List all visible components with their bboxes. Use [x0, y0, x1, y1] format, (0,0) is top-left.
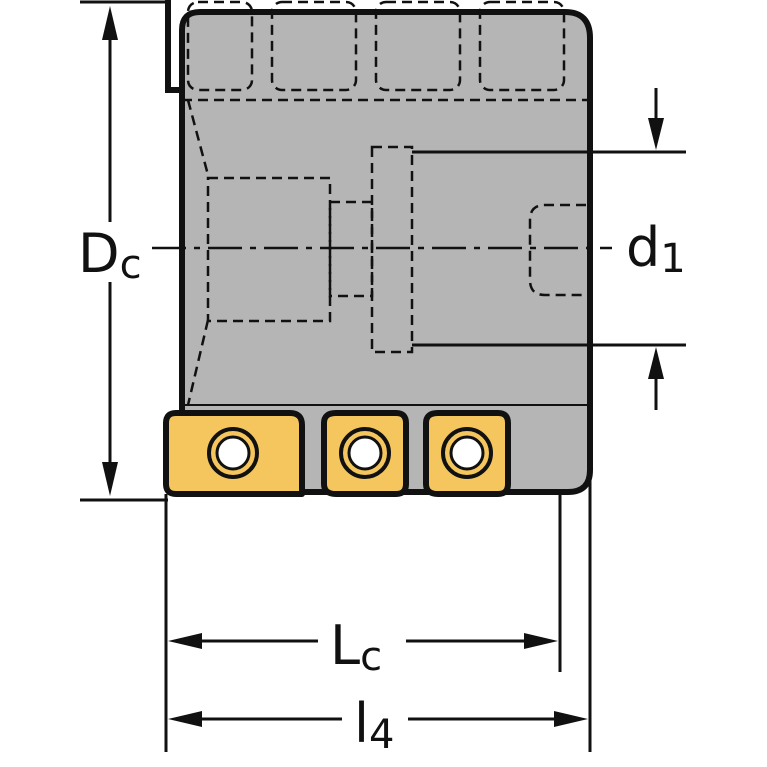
dc-arrow-down-icon [102, 462, 118, 496]
insert-1 [163, 410, 305, 497]
top-pocket-3 [374, 0, 462, 92]
lc-arrow-left-icon [168, 633, 202, 649]
bore-collar [370, 145, 414, 354]
insert-3 [423, 410, 511, 497]
insert-1-screw-icon [207, 427, 259, 479]
lc-label-sub: c [360, 634, 382, 680]
dc-label-sub: c [120, 242, 142, 288]
lc-label: Lc [330, 614, 382, 680]
dimension-d1 [412, 88, 686, 410]
cutter-body [165, 0, 593, 495]
d1-arrow-up-icon [648, 347, 664, 379]
insert-2-screw-icon [339, 427, 391, 479]
d1-label-sub: 1 [660, 236, 685, 282]
inserts [163, 410, 511, 497]
body-shape [179, 9, 593, 495]
l4-label-sub: 4 [369, 712, 394, 758]
dimension-dc [80, 0, 168, 502]
l4-arrow-left-icon [168, 711, 202, 727]
dimension-l4 [168, 470, 592, 752]
dc-label-main: D [78, 222, 120, 285]
top-pocket-2 [270, 0, 358, 92]
dimension-lc [164, 494, 562, 752]
lc-label-main: L [330, 614, 360, 677]
d1-label-main: d [626, 216, 660, 279]
bore-left-taper-top [186, 99, 210, 176]
dc-arrow-up-icon [102, 6, 118, 40]
d1-arrow-down-icon [648, 118, 664, 150]
dc-label: Dc [78, 222, 142, 288]
top-pocket-1 [186, 0, 254, 92]
body-top-left-step [165, 0, 182, 93]
l4-label: l4 [354, 692, 394, 758]
top-pockets [182, 0, 588, 102]
insert-2 [321, 410, 409, 497]
l4-label-main: l [354, 692, 369, 755]
insert-3-screw-icon [441, 427, 493, 479]
l4-arrow-right-icon [554, 711, 588, 727]
lc-arrow-right-icon [524, 633, 558, 649]
top-pocket-4 [478, 0, 566, 92]
d1-label: d1 [626, 216, 686, 282]
bore-left-taper-bottom [186, 319, 210, 406]
